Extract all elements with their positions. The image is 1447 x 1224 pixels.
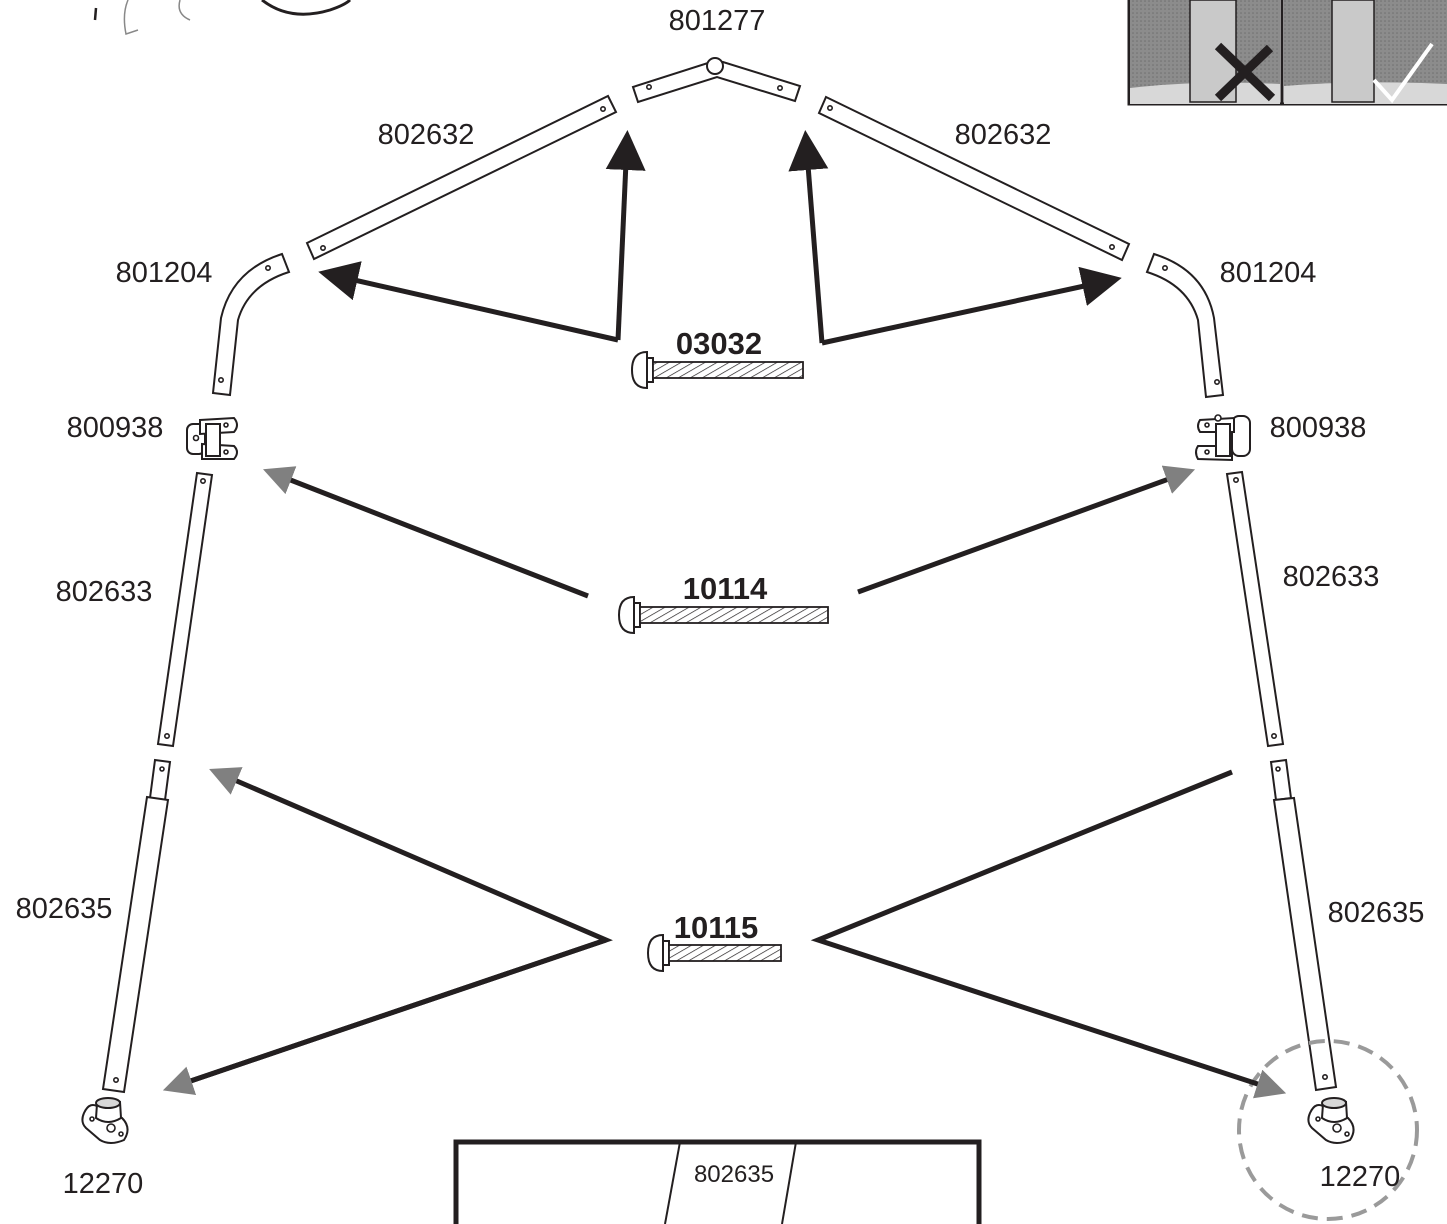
label-mid-leg-right: 802633 (1283, 561, 1380, 593)
upper-rail-right (817, 95, 1131, 262)
label-lower-leg-left: 802635 (16, 893, 113, 925)
foot-left (81, 1097, 129, 1144)
lower-leg-left (101, 758, 172, 1094)
check-icon (1372, 42, 1434, 104)
label-upper-rail-left: 802632 (378, 119, 475, 151)
arrows-10115 (162, 767, 1287, 1099)
foot-right (1307, 1097, 1355, 1144)
elbow-left (211, 252, 291, 397)
mid-leg-left (156, 471, 214, 748)
bolt-10114 (617, 595, 829, 635)
label-bolt-10115: 10115 (674, 910, 759, 945)
mid-leg-right (1225, 470, 1285, 748)
label-bolt-10114: 10114 (683, 571, 768, 606)
label-elbow-right: 801204 (1220, 257, 1317, 289)
label-upper-rail-right: 802632 (955, 119, 1052, 151)
hinge-right (1195, 414, 1251, 462)
elbow-right (1145, 252, 1225, 399)
bolt-10115 (646, 933, 782, 973)
bolt-03032 (630, 350, 804, 390)
label-lower-leg-right: 802635 (1328, 897, 1425, 929)
lower-leg-right (1269, 758, 1338, 1092)
cross-icon (1214, 42, 1276, 102)
label-top-hub: 801277 (669, 5, 766, 37)
hinge-left (186, 416, 238, 460)
correct-vs-wrong-inset (1127, 0, 1447, 106)
top-hub-part (631, 57, 802, 104)
bottom-inset-box (453, 1139, 982, 1224)
label-hinge-right: 800938 (1270, 412, 1367, 444)
arrows-03032 (318, 130, 1122, 346)
label-elbow-left: 801204 (116, 257, 213, 289)
label-mid-leg-left: 802633 (56, 576, 153, 608)
detail-callout-circle (1237, 1039, 1419, 1221)
label-inset-part: 802635 (694, 1161, 774, 1188)
label-hinge-left: 800938 (67, 412, 164, 444)
label-foot-right: 12270 (1320, 1161, 1401, 1193)
label-foot-left: 12270 (63, 1168, 144, 1200)
label-bolt-03032: 03032 (676, 326, 762, 361)
arrows-10114 (263, 465, 1196, 599)
upper-rail-left (305, 94, 618, 261)
partial-sketch (93, 0, 352, 35)
